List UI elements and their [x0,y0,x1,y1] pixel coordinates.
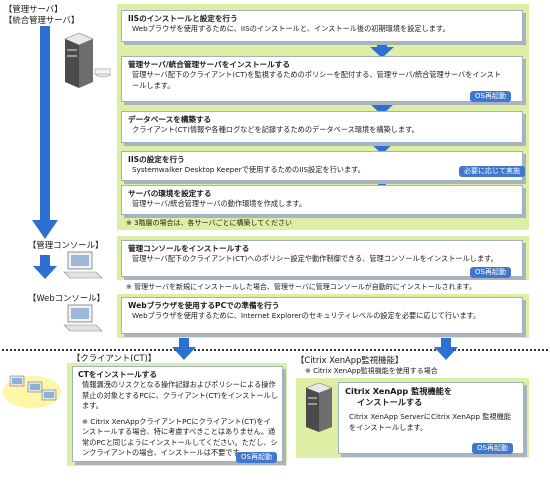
step-title: IISのインストールと設定を行う [128,14,238,23]
label-integrated-server: 【統合管理サーバ】 [4,15,80,25]
step-title: Citrix XenApp 監視機能を [345,386,453,396]
label-citrix: 【Citrix XenApp監視機能】 [296,355,404,365]
arrow-down-icon [370,38,394,58]
flow-arrow-icon [32,26,58,239]
step-iis-install: IISのインストールと設定を行う Webブラウザを使用するために、IISのインス… [121,10,523,42]
step-iis-setting: IISの設定を行う Systemwalker Desktop Keeperで使用… [121,151,523,181]
pc-icon [63,251,103,279]
step-server-env: サーバの環境を設定する 管理サーバ/統合管理サーバの動作環境を作成します。 [121,185,523,215]
label-web-console: 【Webコンソール】 [28,293,105,303]
tier-note: ※ 3階層の場合は、各サーバごとに構築してください [126,219,293,227]
step-ct-install: CTをインストールする 情報漏洩のリスクとなる操作記録およびポリシーによる操作禁… [72,366,283,462]
server-icon [305,383,333,432]
step-title: 管理コンソールをインストールする [128,244,250,253]
label-client: 【クライアント(CT)】 [72,353,157,363]
label-mgmt-console: 【管理コンソール】 [28,240,104,250]
step-title: データベースを構築する [128,115,212,124]
step-db-build: データベースを構築する クライアント(CT)情報や各種ログなどを記録するためのデ… [121,111,523,143]
step-title: サーバの環境を設定する [128,189,212,198]
label-mgmt-server: 【管理サーバ】 [4,4,63,14]
step-body-note: ※ Citrix XenAppクライアントPCにクライアント(CT)をインストー… [82,416,278,458]
arrow-down-icon [434,338,458,360]
step-body: 管理サーバ配下のクライアント(CT)へのポリシー設定や動作制御できる、管理コンソ… [132,254,498,263]
step-web-prep: Webブラウザを使用するPCでの準備を行う Webブラウザを使用するために、In… [121,297,523,334]
step-body: 管理サーバ配下のクライアント(CT)を監視するためのポリシーを配付する、管理サー… [132,70,501,90]
citrix-note: ※ Citrix XenApp監視機能を使用する場合 [305,367,438,375]
step-body: Webブラウザを使用するために、Internet Explorerのセキュリティ… [132,311,481,320]
step-body: 管理サーバ/統合管理サーバの動作環境を作成します。 [132,199,307,208]
step-body: Citrix XenApp ServerにCitrix XenApp 監視機能を… [349,412,511,432]
step-body: クライアント(CT)情報や各種ログなどを記録するためのデータベース環境を構築しま… [132,125,419,134]
step-body: Systemwalker Desktop Keeperで使用するためのIIS設定… [132,165,365,174]
step-title: CTをインストールする [78,370,157,379]
os-restart-badge: OS再起動 [470,91,511,102]
server-icon [64,33,111,88]
step-console-install: 管理コンソールをインストールする 管理サーバ配下のクライアント(CT)へのポリシ… [121,240,523,277]
os-restart-badge: OS再起動 [472,443,513,454]
step-body: 情報漏洩のリスクとなる操作記録およびポリシーによる操作禁止の対象とするPCに、ク… [82,380,279,410]
step-title: 管理サーバ/統合管理サーバをインストールする [128,60,290,69]
step-server-install: 管理サーバ/統合管理サーバをインストールする 管理サーバ配下のクライアント(CT… [121,56,523,102]
client-pcs-icon [3,375,61,408]
step-title: Webブラウザを使用するPCでの準備を行う [128,301,280,310]
pc-icon [63,304,103,332]
console-note: ※ 管理サーバを新規にインストールした場合、管理サーバに管理コンソールが自動的に… [126,283,476,291]
os-restart-badge: OS再起動 [236,452,277,463]
step-body: Webブラウザを使用するために、IISのインストールと、インストール後の初期環境… [132,24,450,33]
arrow-down-icon [172,338,196,360]
conditional-badge: 必要に応じて実施 [459,166,525,177]
step-citrix-install: Citrix XenApp 監視機能を インストールする Citrix XenA… [338,382,524,454]
arrow-down-icon [33,255,57,279]
step-title-line2: インストールする [357,397,423,407]
divider [2,349,548,351]
step-title: IISの設定を行う [128,155,185,164]
os-restart-badge: OS再起動 [470,267,511,278]
